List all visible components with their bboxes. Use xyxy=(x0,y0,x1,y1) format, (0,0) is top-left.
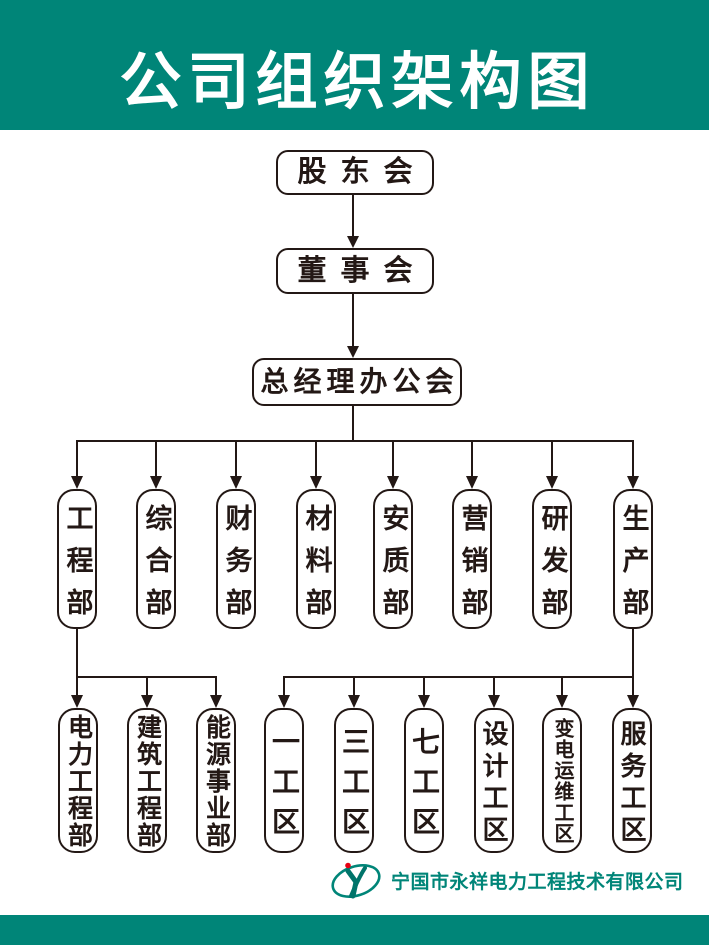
sub-label: 能源事业部 xyxy=(202,714,231,849)
dept-box-rnd: 研发部 xyxy=(532,489,572,630)
node-label: 股东会 xyxy=(297,156,427,188)
sub-box-energy-business: 能源事业部 xyxy=(196,708,236,853)
header-band: 公司组织架构图 xyxy=(0,0,709,130)
sub-box-work-area-1: 一工区 xyxy=(264,708,304,853)
sub-box-service-work-area: 服务工区 xyxy=(612,708,652,853)
sub-label: 设计工区 xyxy=(479,719,509,848)
sub-label: 电力工程部 xyxy=(64,714,93,849)
dept-box-finance: 财务部 xyxy=(216,489,256,630)
node-gm-office-meeting: 总经理办公会 xyxy=(252,358,462,406)
dept-box-general-affairs: 综合部 xyxy=(136,489,176,630)
node-shareholders-meeting: 股东会 xyxy=(276,150,434,195)
node-label: 总经理办公会 xyxy=(260,366,459,397)
footer: 宁国市永祥电力工程技术有限公司 xyxy=(329,858,684,902)
sub-box-substation-om-work-area: 变电运维工区 xyxy=(542,708,582,853)
sub-label: 七工区 xyxy=(409,726,440,847)
dept-label: 材料部 xyxy=(301,503,332,630)
dept-label: 工程部 xyxy=(62,503,93,630)
dept-label: 综合部 xyxy=(141,503,172,630)
dept-label: 研发部 xyxy=(537,503,568,630)
dept-label: 营销部 xyxy=(457,503,488,630)
page-title: 公司组织架构图 xyxy=(119,48,596,117)
sub-box-work-area-3: 三工区 xyxy=(334,708,374,853)
dept-box-materials: 材料部 xyxy=(296,489,336,630)
sub-label: 一工区 xyxy=(269,726,300,847)
dept-box-production: 生产部 xyxy=(613,489,653,630)
company-name: 宁国市永祥电力工程技术有限公司 xyxy=(391,871,684,893)
sub-box-construction-engineering: 建筑工程部 xyxy=(127,708,167,853)
bottom-band xyxy=(0,915,709,945)
dept-label: 安质部 xyxy=(378,503,409,630)
node-label: 董事会 xyxy=(297,254,427,287)
sub-box-design-work-area: 设计工区 xyxy=(474,708,514,853)
sub-label: 变电运维工区 xyxy=(551,718,573,844)
sub-label: 服务工区 xyxy=(617,719,647,848)
dept-box-safety-quality: 安质部 xyxy=(373,489,413,630)
node-board-of-directors: 董事会 xyxy=(276,248,434,294)
dept-label: 财务部 xyxy=(221,503,252,630)
sub-label: 三工区 xyxy=(339,726,370,847)
sub-box-work-area-7: 七工区 xyxy=(404,708,444,853)
dept-box-engineering: 工程部 xyxy=(57,489,97,630)
dept-box-marketing: 营销部 xyxy=(452,489,492,630)
sub-box-electric-power-engineering: 电力工程部 xyxy=(58,708,98,853)
sub-label: 建筑工程部 xyxy=(133,714,162,849)
company-logo-icon xyxy=(331,862,381,899)
dept-label: 生产部 xyxy=(618,503,649,630)
